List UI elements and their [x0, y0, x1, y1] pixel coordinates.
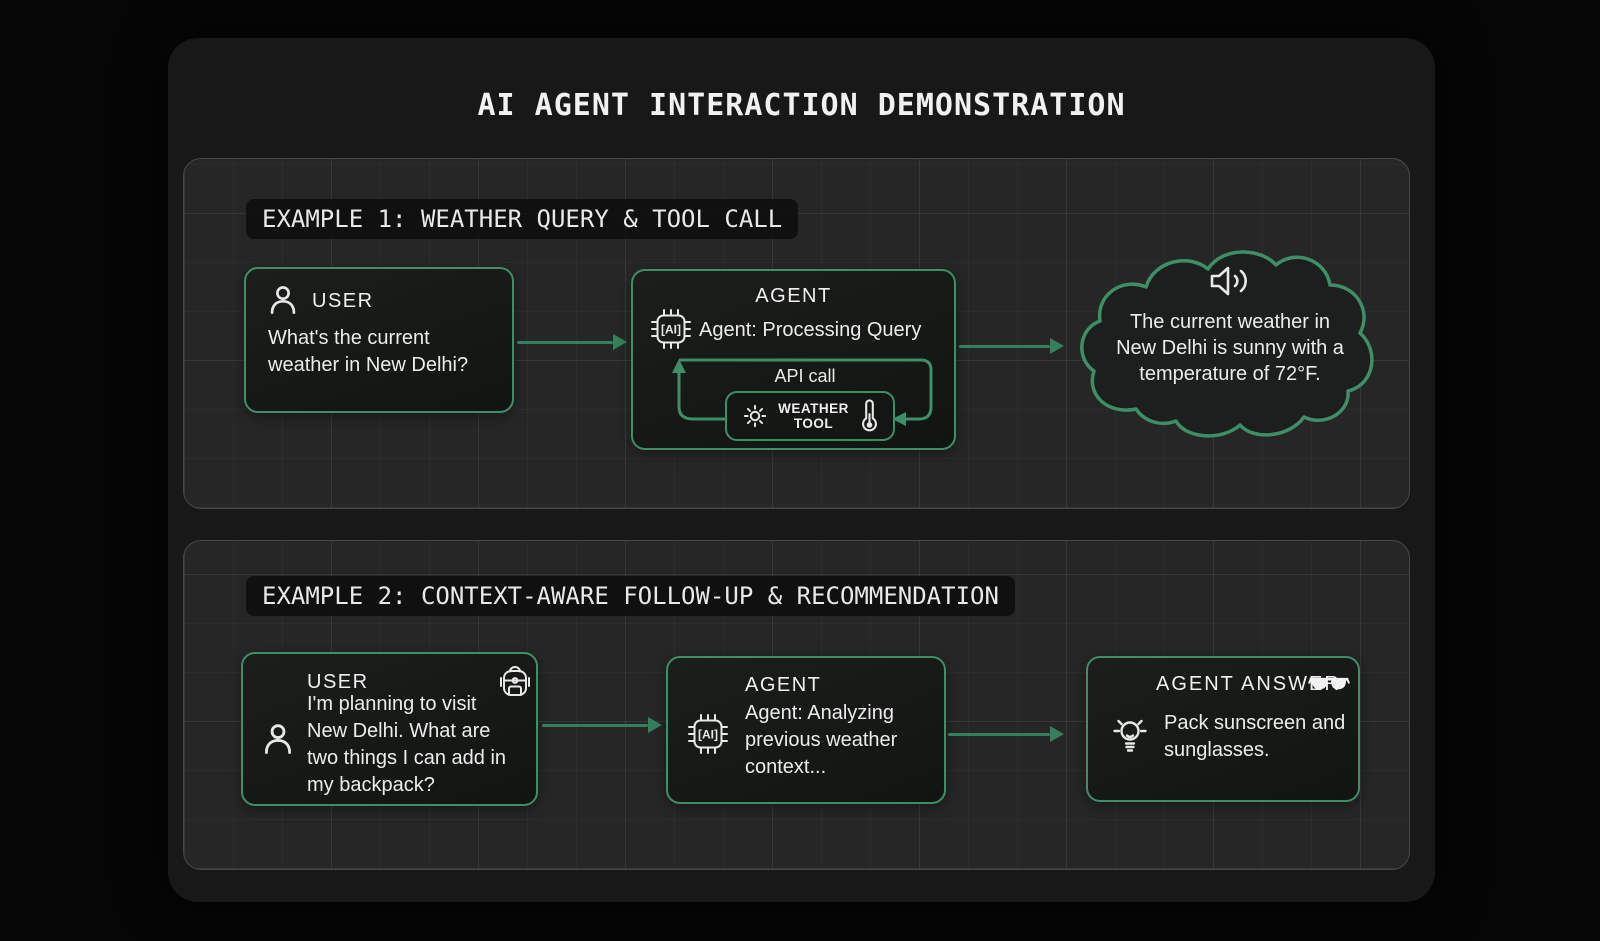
speaker-icon: [1208, 263, 1252, 299]
example2-answer-label: AGENT ANSWER: [1156, 673, 1341, 695]
person-icon: [267, 284, 299, 316]
example2-agent-box: AGENT [AI] Agent: Analyzing previous wea…: [666, 656, 946, 804]
arrow-shaft: [542, 723, 648, 727]
arrow-head: [1050, 726, 1064, 742]
sunglasses-icon: [1308, 675, 1350, 693]
arrow-agent-to-answer: [948, 726, 1064, 742]
arrow-agent-to-response: [959, 338, 1064, 354]
arrow-user-to-agent-1: [517, 334, 627, 350]
diagram-title: AI AGENT INTERACTION DEMONSTRATION: [477, 88, 1126, 123]
arrow-head: [648, 717, 662, 733]
bulb-icon: [1108, 714, 1152, 760]
loop-arrow-up: [672, 359, 686, 373]
example2-agent-label: AGENT: [745, 674, 822, 696]
arrow-head: [1050, 338, 1064, 354]
sun-icon: [742, 403, 768, 429]
example2-user-label: USER: [307, 671, 369, 693]
loop-arrow-left: [892, 412, 906, 426]
weather-tool-box: WEATHER TOOL: [725, 391, 895, 441]
svg-text:[AI]: [AI]: [661, 323, 681, 337]
person-icon: [261, 722, 295, 756]
api-call-label: API call: [774, 366, 836, 386]
arrow-shaft: [948, 732, 1050, 736]
example1-response-message: The current weather in New Delhi is sunn…: [1116, 311, 1344, 385]
example1-agent-status: Agent: Processing Query: [699, 319, 922, 341]
example1-panel: EXAMPLE 1: WEATHER QUERY & TOOL CALL USE…: [183, 158, 1410, 509]
example1-user-box: USER What's the current weather in New D…: [244, 267, 514, 413]
arrow-shaft: [959, 344, 1050, 348]
thermometer-icon: [860, 399, 879, 433]
arrow-shaft: [517, 340, 613, 344]
example2-answer-message: Pack sunscreen and sunglasses.: [1164, 712, 1346, 761]
ai-chip-icon: [AI]: [651, 309, 691, 349]
example1-user-message: What's the current weather in New Delhi?: [268, 327, 469, 376]
example1-agent-box: AGENT [AI] Agent: Processing Query API c…: [631, 269, 956, 450]
example2-agent-status: Agent: Analyzing previous weather contex…: [745, 702, 898, 778]
arrow-head: [613, 334, 627, 350]
arrow-user-to-agent-2: [542, 717, 662, 733]
example1-user-label: USER: [312, 290, 374, 312]
example1-header: EXAMPLE 1: WEATHER QUERY & TOOL CALL: [246, 199, 799, 239]
svg-text:[AI]: [AI]: [698, 728, 718, 742]
api-call-loop: [672, 358, 933, 426]
ai-chip-icon: [AI]: [688, 714, 728, 754]
example1-response-cloud: The current weather in New Delhi is sunn…: [1074, 241, 1386, 445]
weather-tool-label: WEATHER TOOL: [778, 401, 849, 431]
example2-header: EXAMPLE 2: CONTEXT-AWARE FOLLOW-UP & REC…: [246, 576, 1015, 616]
example2-answer-box: AGENT ANSWER Pack sunscreen and sunglass…: [1086, 656, 1360, 802]
example1-agent-label: AGENT: [755, 285, 832, 307]
cloud-shape: [1080, 250, 1374, 438]
example2-panel: EXAMPLE 2: CONTEXT-AWARE FOLLOW-UP & REC…: [183, 540, 1410, 870]
example2-user-box: USER I'm planning to visit New Delhi. Wh…: [241, 652, 538, 806]
backpack-icon: [497, 663, 533, 699]
example2-user-message: I'm planning to visit New Delhi. What ar…: [307, 693, 507, 796]
